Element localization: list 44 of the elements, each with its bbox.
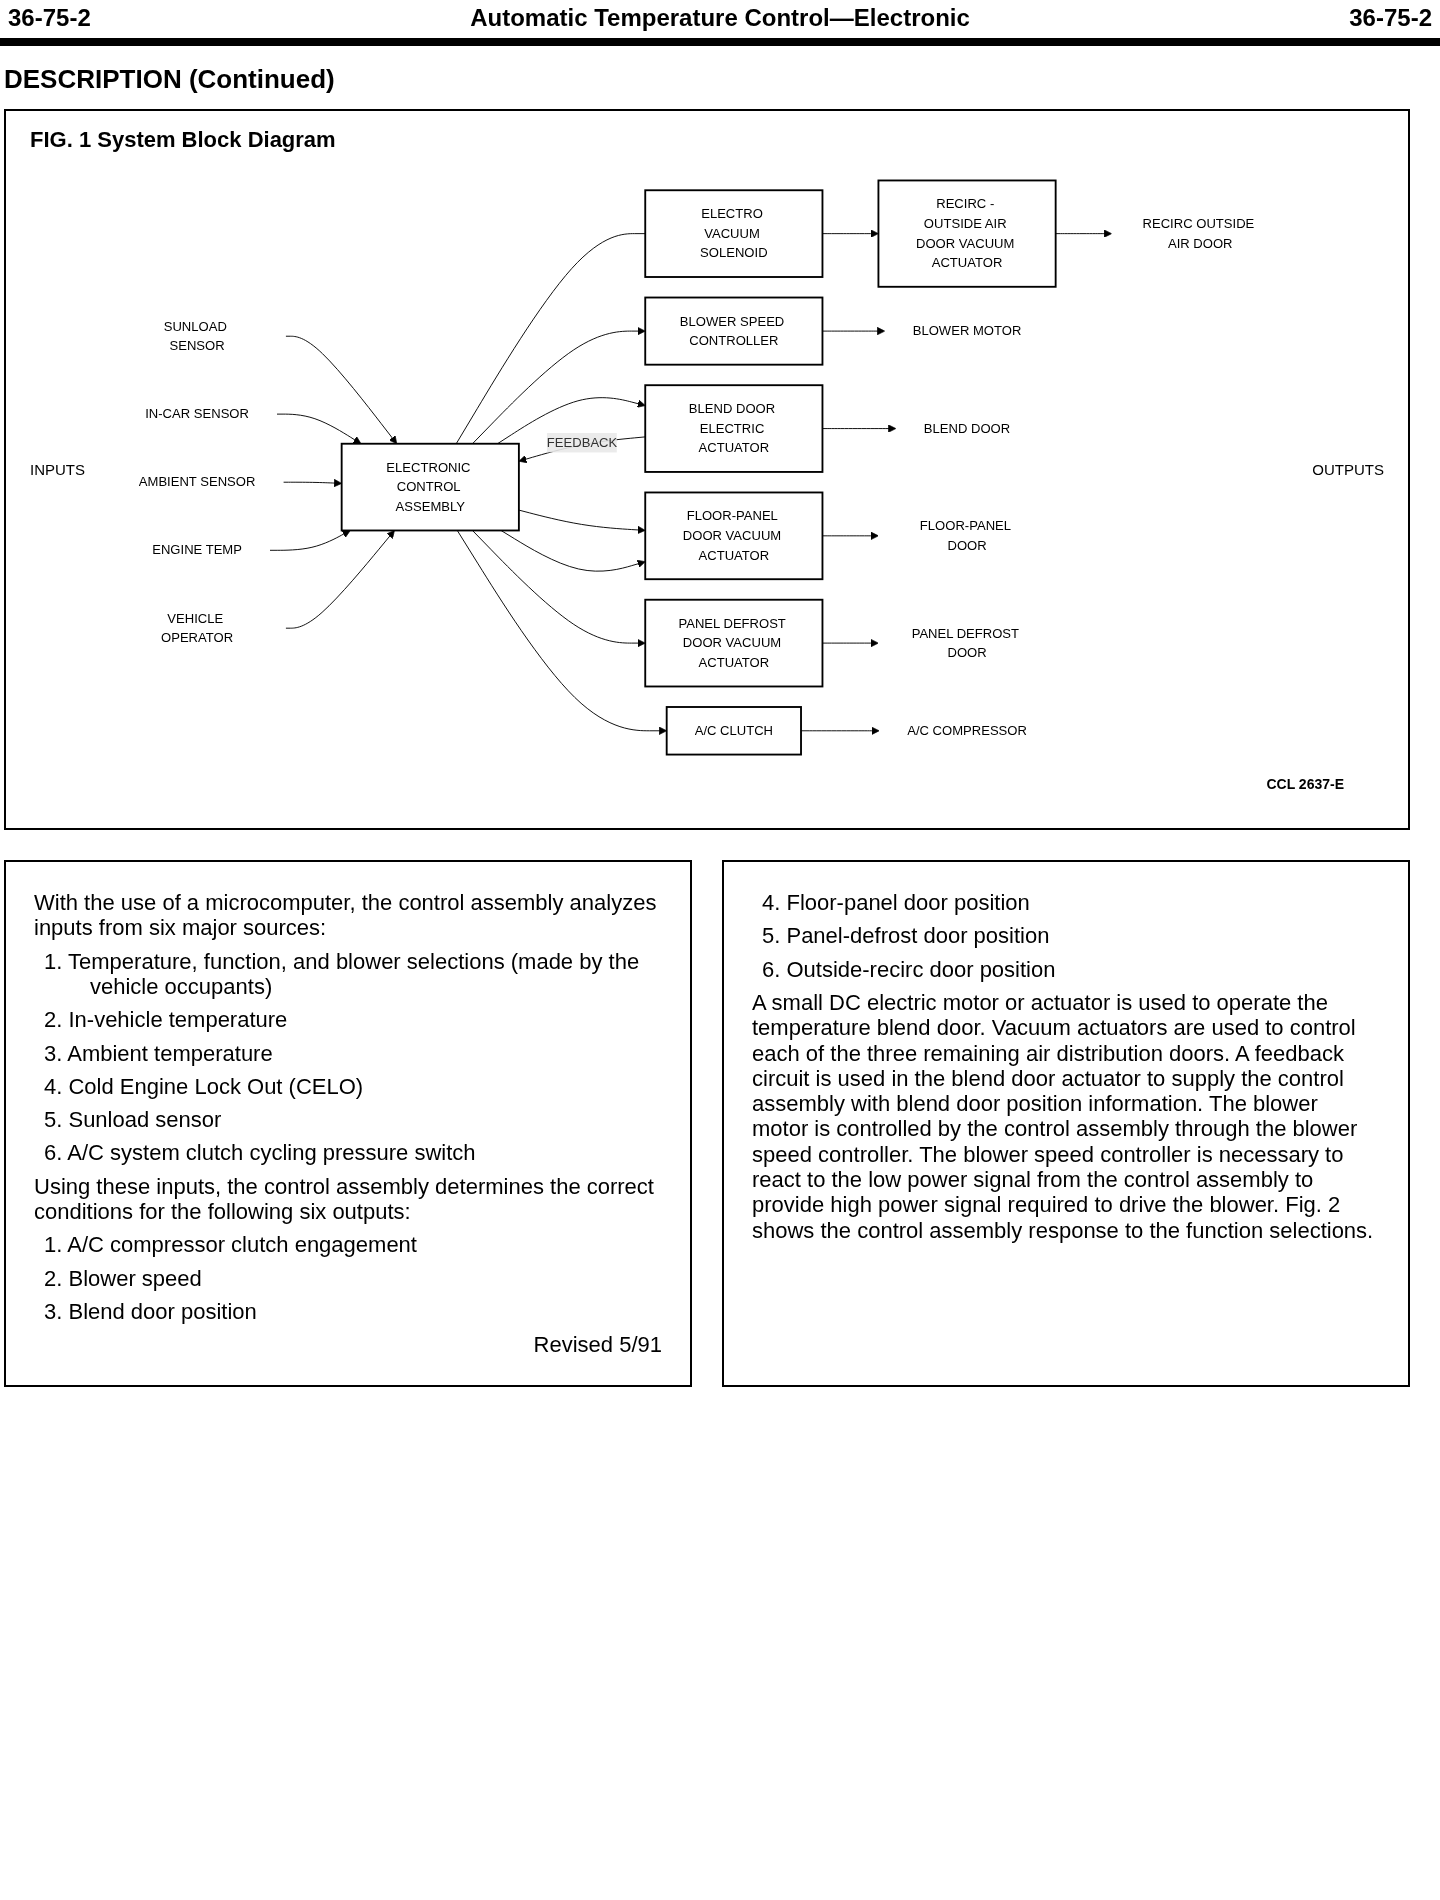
node-text: A/C COMPRESSOR bbox=[907, 722, 1027, 738]
node-text: RECIRC OUTSIDE AIR DOOR bbox=[1142, 215, 1255, 251]
list-item: 3. Blend door position bbox=[43, 1298, 258, 1325]
node-text: BLEND DOOR bbox=[923, 420, 1011, 436]
list-item: 1. Temperature, function, and blower selections (made by the vehicle occupants) bbox=[43, 948, 641, 1000]
node-text: BLOWER MOTOR bbox=[912, 323, 1022, 339]
group-label: OUTPUTS bbox=[1312, 461, 1384, 478]
section-heading: DESCRIPTION (Continued) bbox=[4, 64, 336, 95]
node-box: RECIRC - OUTSIDE AIR DOOR VACUUM ACTUATOR bbox=[877, 179, 1057, 288]
revision-note: Revised 5/91 bbox=[532, 1332, 662, 1358]
node-box: BLOWER SPEED CONTROLLER bbox=[644, 296, 824, 366]
node-box: BLEND DOOR ELECTRIC ACTUATOR bbox=[644, 384, 824, 473]
list-item: 5. Panel-defrost door position bbox=[761, 923, 1051, 949]
node-box: FLOOR-PANEL DOOR VACUUM ACTUATOR bbox=[644, 491, 824, 581]
page-header: Automatic Temperature Control—Electronic bbox=[470, 4, 970, 32]
group-label: INPUTS bbox=[30, 461, 85, 478]
figure-title: FIG. 1 System Block Diagram bbox=[30, 127, 336, 153]
list-item: 6. Outside-recirc door position bbox=[761, 956, 1057, 982]
page-number: 36-75-2 bbox=[1349, 4, 1432, 32]
node-box: A/C CLUTCH bbox=[665, 706, 802, 756]
node-text: AMBIENT SENSOR bbox=[138, 474, 256, 490]
paragraph: With the use of a microcomputer, the control assembly analyzes inputs from six major sources: bbox=[34, 890, 658, 941]
node-text: SUNLOAD SENSOR bbox=[163, 318, 227, 354]
list-item: 2. Blower speed bbox=[43, 1265, 203, 1291]
node-text: FLOOR-PANEL DOOR bbox=[919, 518, 1011, 553]
list-item: 6. A/C system clutch cycling pressure switch bbox=[43, 1140, 477, 1166]
node-text: VEHICLE OPERATOR bbox=[161, 610, 234, 645]
paragraph: Using these inputs, the control assembly determines the correct conditions for the following six outputs: bbox=[34, 1173, 655, 1225]
node-text: IN-CAR SENSOR bbox=[145, 406, 249, 422]
paragraph: A small DC electric motor or actuator is used to operate the temperature blend door. Vacuum actuators are used to control each of the three remaining air distribution doors. A feedback circuit is used in the blend door actuator to supply the control assembly with blend door position information. The blower motor is controlled by the control assembly through the blower speed controller. The blower speed controller is necessary to react to the low power signal from the control assembly to provide high power signal required to drive the blower. Fig. 2 shows the control assembly response to the function selections. bbox=[752, 989, 1375, 1243]
page-number: 36-75-2 bbox=[8, 4, 91, 32]
edge-label: FEEDBACK bbox=[546, 434, 618, 450]
figure-code: CCL 2637-E bbox=[1265, 776, 1344, 793]
list-item: 4. Cold Engine Lock Out (CELO) bbox=[43, 1073, 365, 1100]
node-box: ELECTRO VACUUM SOLENOID bbox=[644, 189, 824, 278]
list-item: 5. Sunload sensor bbox=[43, 1107, 223, 1133]
node-text: PANEL DEFROST DOOR bbox=[911, 625, 1019, 660]
node-box: ELECTRONIC CONTROL ASSEMBLY bbox=[340, 442, 520, 532]
list-item: 2. In-vehicle temperature bbox=[43, 1007, 289, 1033]
node-text: ENGINE TEMP bbox=[152, 542, 242, 558]
list-item: 3. Ambient temperature bbox=[43, 1040, 274, 1066]
list-item: 4. Floor-panel door position bbox=[761, 890, 1031, 916]
node-box: PANEL DEFROST DOOR VACUUM ACTUATOR bbox=[644, 598, 824, 688]
list-item: 1. A/C compressor clutch engagement bbox=[43, 1232, 418, 1258]
